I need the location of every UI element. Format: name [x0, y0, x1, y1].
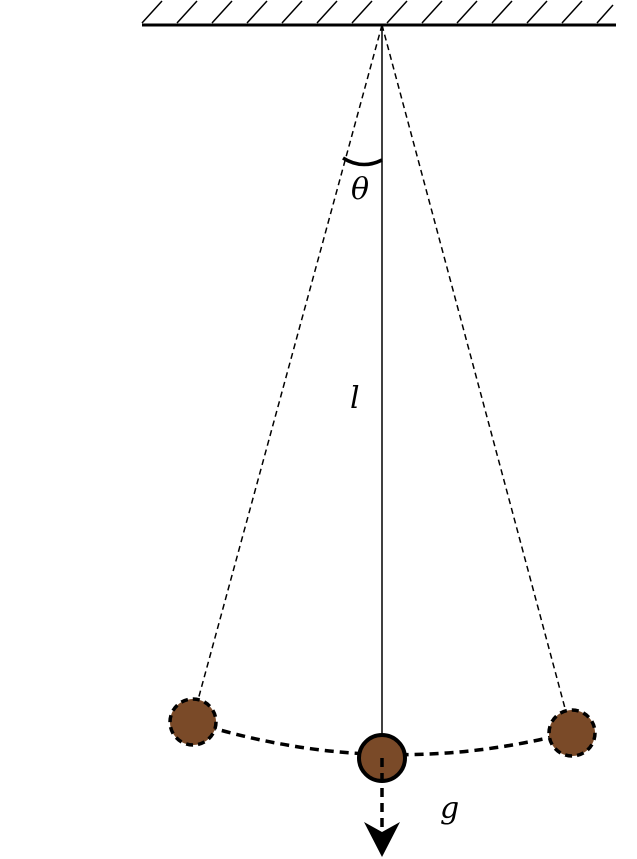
- right-bob: [547, 708, 597, 758]
- gravity-arrowhead-icon: [364, 822, 400, 857]
- left-dashed-string: [197, 24, 383, 701]
- left-bob: [168, 697, 218, 747]
- angle-arc: [342, 156, 383, 167]
- angle-label: θ: [351, 172, 369, 207]
- swing-path: [192, 720, 573, 757]
- length-label: l: [350, 381, 360, 416]
- right-dashed-string: [381, 24, 567, 713]
- ceiling-support: [141, 0, 616, 27]
- ceiling-hatching: [141, 0, 614, 24]
- gravity-label: g: [440, 791, 459, 826]
